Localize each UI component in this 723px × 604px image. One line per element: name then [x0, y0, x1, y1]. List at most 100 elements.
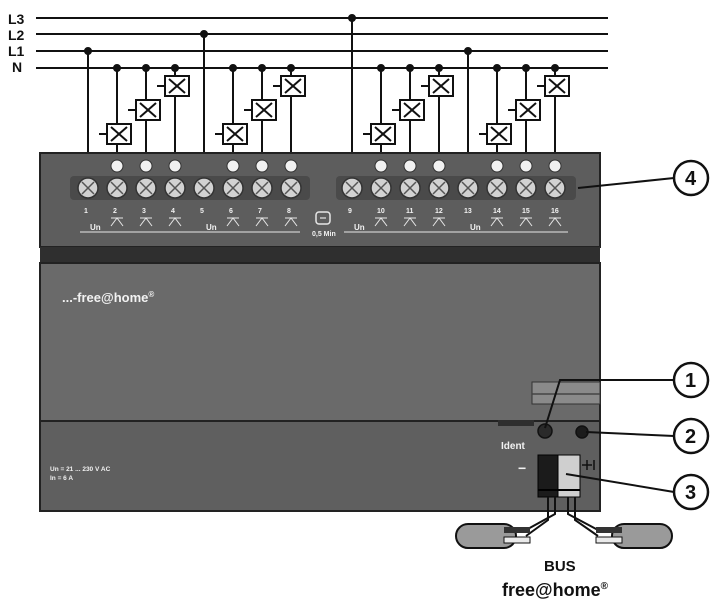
- callout-4: 4: [577, 159, 710, 197]
- callout-4-number: 4: [685, 168, 697, 190]
- bus-brand: free@home®: [502, 580, 609, 600]
- switch-symbol: [548, 217, 562, 227]
- channel-led: [168, 159, 182, 173]
- callout-2-number: 2: [685, 426, 696, 448]
- callout-3-number: 3: [685, 482, 696, 504]
- junction-dot: [229, 64, 237, 72]
- terminal-strip-right: [336, 176, 576, 200]
- terminal-screw: [370, 177, 392, 199]
- channel-number: 3: [142, 208, 146, 215]
- terminal-screw: [280, 177, 302, 199]
- terminal-screw: [457, 177, 479, 199]
- load-symbol: [363, 123, 396, 145]
- load-symbol: [157, 75, 190, 97]
- channel-led: [432, 159, 446, 173]
- channel-number: 5: [200, 208, 204, 215]
- switch-symbol: [226, 217, 240, 227]
- channel-led: [519, 159, 533, 173]
- line-label-l3: L3: [8, 11, 25, 27]
- load-symbol: [99, 123, 132, 145]
- channel-number: 16: [551, 208, 559, 215]
- channel-number: 1: [84, 208, 88, 215]
- load-symbol: [215, 123, 248, 145]
- un-label: Un: [206, 223, 217, 232]
- switch-symbol: [284, 217, 298, 227]
- rating-line-1: Un = 21 ... 230 V AC: [50, 466, 111, 473]
- housing-bottom: [39, 420, 601, 512]
- load-symbol: [128, 99, 161, 121]
- switch-symbol: [168, 217, 182, 227]
- bus-plus-symbol: [582, 460, 595, 470]
- junction-dot: [287, 64, 295, 72]
- terminal-screw: [222, 177, 244, 199]
- junction-dot: [522, 64, 530, 72]
- ident-button[interactable]: [537, 423, 553, 439]
- load-symbols: [99, 75, 570, 145]
- junction-dot: [435, 64, 443, 72]
- bus-cable: [525, 497, 599, 537]
- callout-2: 2: [585, 417, 710, 455]
- bus-brand-text: free@home: [502, 580, 601, 600]
- junction-dot: [200, 30, 208, 38]
- terminal-screw: [106, 177, 128, 199]
- callout-1-number: 1: [685, 370, 696, 392]
- channel-led: [374, 159, 388, 173]
- junction-dot: [142, 64, 150, 72]
- channel-leds: [110, 159, 562, 173]
- junction-dot: [551, 64, 559, 72]
- channel-number: 12: [435, 208, 443, 215]
- junction-dot: [171, 64, 179, 72]
- junction-dot: [84, 47, 92, 55]
- junction-dot: [377, 64, 385, 72]
- channel-number: 15: [522, 208, 530, 215]
- channel-number: 14: [493, 208, 501, 215]
- terminal-screw: [486, 177, 508, 199]
- junction-dot: [406, 64, 414, 72]
- supply-lines: [36, 17, 608, 69]
- ident-label: Ident: [501, 441, 526, 452]
- junction-dot: [258, 64, 266, 72]
- load-symbol: [537, 75, 570, 97]
- switch-symbol: [490, 217, 504, 227]
- bus-minus-symbol: −: [518, 460, 526, 476]
- terminal-screw: [135, 177, 157, 199]
- channel-number: 4: [171, 208, 175, 215]
- housing-middle: [39, 262, 601, 422]
- channel-led: [255, 159, 269, 173]
- actuator-housing: [39, 152, 601, 512]
- channel-led: [110, 159, 124, 173]
- junction-dot: [464, 47, 472, 55]
- un-label: Un: [90, 223, 101, 232]
- bus-brand-reg: ®: [601, 581, 609, 592]
- terminal-screw: [341, 177, 363, 199]
- housing-stripe: [40, 247, 600, 263]
- channel-number: 2: [113, 208, 117, 215]
- fuse-label: 0,5 Min: [312, 231, 336, 238]
- switch-symbol: [110, 217, 124, 227]
- fuse-icon: [315, 211, 331, 225]
- terminal-screw: [428, 177, 450, 199]
- device-brand-text: ...-free@home: [62, 290, 148, 305]
- channel-number: 6: [229, 208, 233, 215]
- junction-dot: [493, 64, 501, 72]
- line-label-l1: L1: [8, 43, 25, 59]
- terminals: [77, 177, 566, 199]
- din-rail-clip: [531, 381, 601, 405]
- switch-symbol: [255, 217, 269, 227]
- terminal-screw: [544, 177, 566, 199]
- load-symbol: [508, 99, 541, 121]
- terminal-screw: [399, 177, 421, 199]
- load-symbol: [273, 75, 306, 97]
- junction-dot: [348, 14, 356, 22]
- switch-symbol: [519, 217, 533, 227]
- load-symbol: [392, 99, 425, 121]
- switch-symbol: [432, 217, 446, 227]
- un-label: Un: [470, 223, 481, 232]
- terminal-screw: [164, 177, 186, 199]
- ident-bar: [498, 420, 534, 426]
- channel-led: [284, 159, 298, 173]
- channel-number: 7: [258, 208, 262, 215]
- channel-led: [490, 159, 504, 173]
